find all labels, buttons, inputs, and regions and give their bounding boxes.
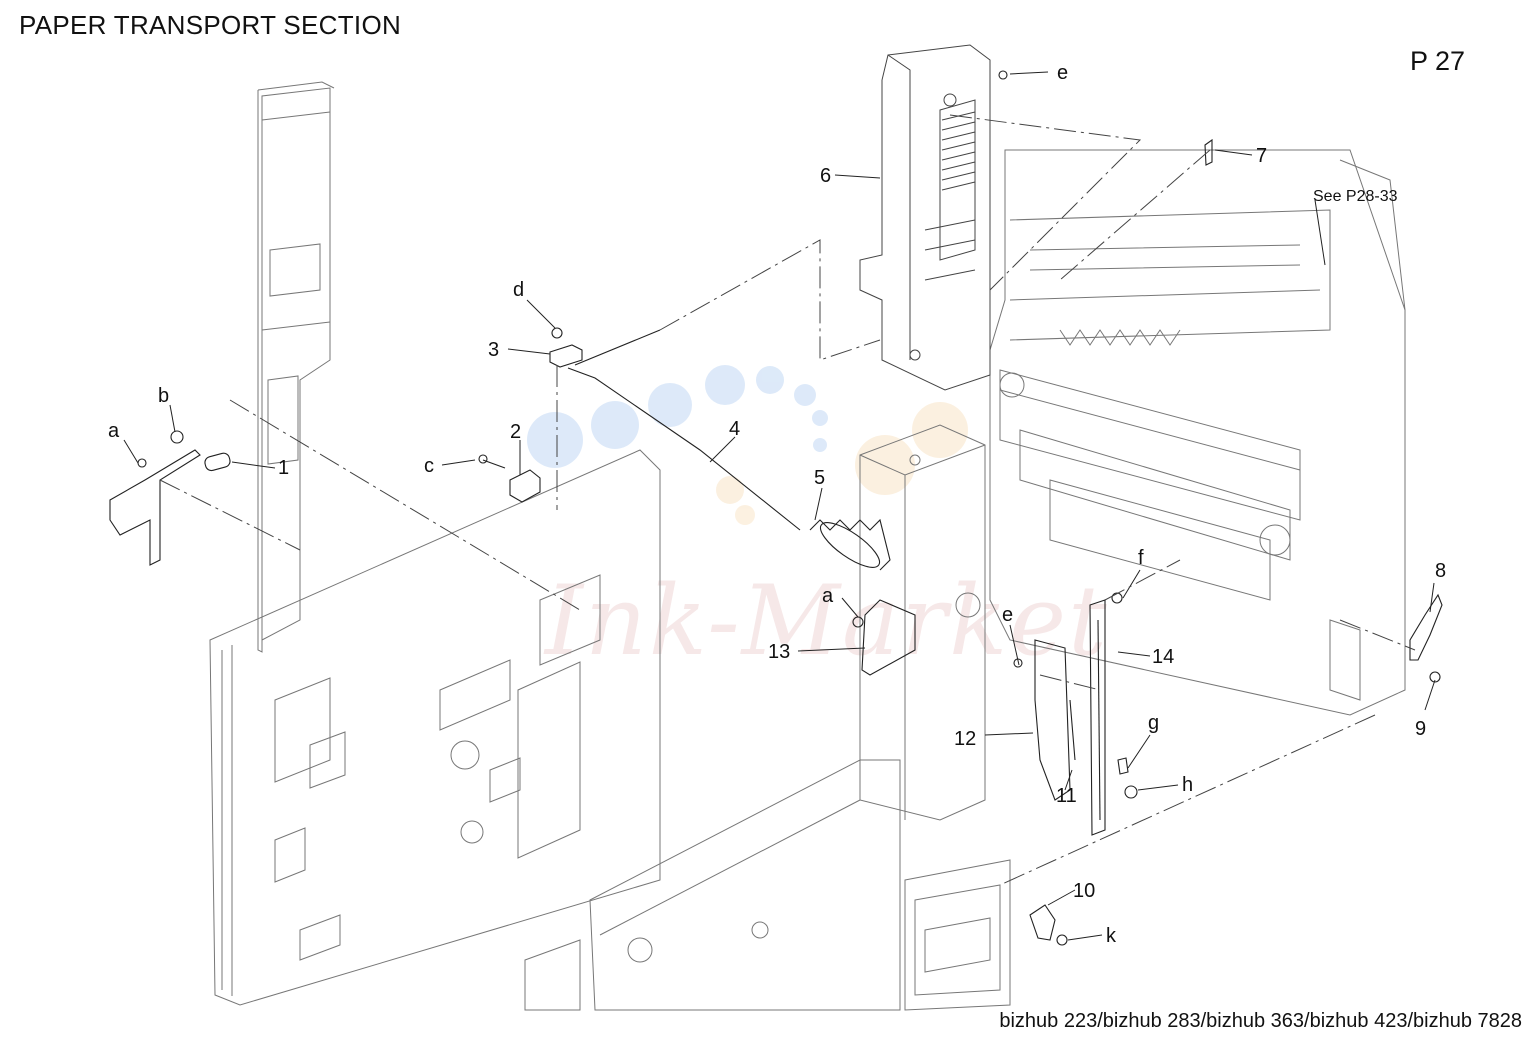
callout-g: g	[1148, 712, 1160, 734]
callout-a-center: a	[822, 585, 834, 607]
lower-frame-panel	[524, 759, 901, 1011]
screw-a-left	[137, 458, 147, 468]
callout-9: 9	[1415, 718, 1427, 740]
plate-part-12	[1034, 639, 1071, 801]
screw-e-top	[998, 70, 1008, 80]
switch-part-2	[509, 469, 541, 503]
duct-part-6	[859, 44, 991, 391]
callout-f: f	[1138, 547, 1144, 569]
plate-part-14	[1089, 599, 1106, 836]
callout-11: 11	[1056, 785, 1077, 807]
callout-6: 6	[820, 165, 832, 187]
transport-unit-assembly	[989, 149, 1406, 716]
watermark-dots	[527, 365, 968, 525]
clip-g	[1117, 757, 1129, 775]
callout-h: h	[1182, 774, 1194, 796]
bracket-part-3	[549, 344, 583, 368]
callout-e-top: e	[1057, 62, 1069, 84]
callout-10: 10	[1073, 880, 1096, 902]
screw-a-center	[852, 616, 864, 628]
callout-c: c	[424, 455, 434, 477]
callout-k: k	[1106, 925, 1116, 947]
left-frame-bracket	[257, 81, 335, 653]
center-upright-frame	[859, 424, 1011, 1011]
callout-1: 1	[278, 457, 290, 479]
model-footer: bizhub 223/bizhub 283/bizhub 363/bizhub …	[999, 1010, 1522, 1032]
main-frame-panel	[209, 449, 661, 1006]
callout-7: 7	[1256, 145, 1268, 167]
bracket-part-10	[1029, 904, 1056, 941]
clip-part-7	[1204, 138, 1213, 166]
callout-a: a	[108, 420, 120, 442]
watermark-logo: Ink-Market	[545, 565, 1109, 677]
callout-3: 3	[488, 339, 500, 361]
callout-14: 14	[1152, 646, 1175, 668]
screw-b	[170, 430, 184, 444]
bracket-part-1	[109, 449, 201, 566]
screw-k	[1056, 934, 1068, 946]
callout-e-center: e	[1002, 604, 1014, 626]
page-title: PAPER TRANSPORT SECTION	[19, 10, 402, 40]
callout-5: 5	[814, 467, 826, 489]
see-reference-note: See P28-33	[1313, 188, 1398, 205]
bracket-part-13	[861, 599, 916, 676]
pin-part-11	[1069, 699, 1076, 761]
callout-2: 2	[510, 421, 522, 443]
screw-9	[1429, 671, 1441, 683]
screw-f	[1111, 592, 1123, 604]
roller-part-1	[204, 452, 231, 472]
screw-h	[1124, 785, 1138, 799]
callout-8: 8	[1435, 560, 1447, 582]
page-number: P 27	[1410, 46, 1466, 76]
callout-b: b	[158, 385, 170, 407]
wire-part-4	[567, 367, 801, 531]
callout-12: 12	[954, 728, 977, 750]
screw-d	[551, 327, 563, 339]
spring-part-5	[809, 518, 891, 571]
callout-4: 4	[729, 418, 741, 440]
callout-13: 13	[768, 641, 791, 663]
callout-d: d	[513, 279, 525, 301]
lever-part-8	[1409, 593, 1443, 661]
